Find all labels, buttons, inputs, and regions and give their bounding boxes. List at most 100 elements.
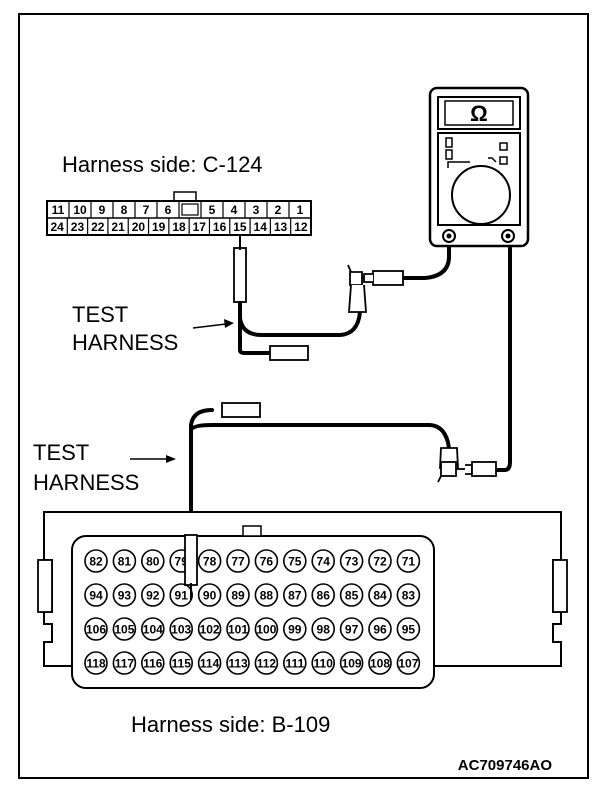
b109-pin [226,617,250,641]
b109-pin-label: 96 [373,623,387,637]
b109-pin [84,549,108,573]
b109-pin-label: 101 [228,623,248,637]
c124-pin-label: 16 [213,220,227,234]
b109-pin-label: 108 [370,657,390,671]
b109-pin-label: 77 [231,555,245,569]
c124-pin-label: 14 [254,220,268,234]
c124-pin-label: 15 [233,220,247,234]
b109-pin-label: 106 [86,623,106,637]
b109-pin-label: 73 [345,555,359,569]
upper-clip-head [349,271,363,286]
c124-pin-label: 13 [274,220,288,234]
lower-test-harness-label-line1: TEST [33,440,89,465]
b109-pin-label: 89 [231,589,245,603]
b109-probe [184,534,198,586]
c124-pin-label: 7 [143,203,150,217]
c124-pin-label: 19 [152,220,166,234]
c124-pin-label: 3 [253,203,260,217]
b109-pin-label: 116 [143,657,163,671]
b109-pin [339,617,364,641]
upper-harness-arrow [192,319,234,329]
meter-scale-mark-left [447,161,470,168]
b109-pin [169,617,193,641]
b109-pin [254,549,279,573]
ohmmeter: Ω [428,86,530,248]
b109-pin-label: 97 [345,623,359,637]
b109-pin-label: 74 [317,555,331,569]
c124-pin-label: 24 [50,220,64,234]
b109-pin-label: 72 [373,555,387,569]
b109-pin-label: 98 [317,623,331,637]
c124-pin-label: 5 [209,203,216,217]
c124-pin-label: 9 [99,203,106,217]
upper-harness-plug [269,345,309,361]
upper-plug-neck [363,273,373,283]
upper-test-harness-label-line2: HARNESS [72,330,178,355]
b109-pin [282,651,307,675]
b109-pin [84,617,108,641]
c124-pin-label: 23 [71,220,85,234]
upper-clip-tip [347,264,352,273]
b109-pin-label: 110 [314,657,334,671]
b109-pin [311,617,336,641]
b109-side-tab-left [37,559,53,613]
b109-pin [141,651,165,675]
b109-pin [226,549,250,573]
meter-indicator-4 [499,156,508,165]
lower-test-harness-label-line2: HARNESS [33,470,139,495]
b109-latch [242,525,262,537]
b109-pin [396,617,421,641]
c124-pin-label: 6 [165,203,172,217]
b109-pin-label: 111 [285,657,304,671]
c124-pin-label: 10 [73,203,87,217]
lower-plug-neck [465,464,473,475]
b109-pin [339,549,364,573]
b109-pin-label: 114 [200,657,220,671]
b109-pin [141,549,165,573]
meter-jack-right-center [505,233,511,239]
figure-code: AC709746AO [458,757,553,774]
b109-pin [368,617,392,641]
c124-pin-label: 4 [231,203,238,217]
upper-clip-assembly [347,264,404,313]
b109-pin [396,583,421,607]
upper-clip-jaw [348,284,367,313]
c124-blank-cavity [181,203,199,216]
b109-pin-label: 90 [203,589,217,603]
c124-latch [173,191,197,202]
b109-pin [368,651,392,675]
b109-pin-label: 115 [172,657,192,671]
b109-pin-label: 91 [175,589,189,603]
b109-pin [112,651,137,675]
ohm-symbol: Ω [470,101,488,126]
b109-pin [84,651,108,675]
meter-indicator-1 [445,137,453,148]
b109-pin-label: 117 [115,657,135,671]
c124-pin-label: 2 [275,203,282,217]
b109-pin [197,651,222,675]
c124-pin-label: 11 [52,203,65,217]
b109-pin-label: 83 [402,589,416,603]
b109-pin-label: 78 [203,555,217,569]
b109-pin [169,583,193,607]
b109-pin-label: 113 [228,657,248,671]
b109-pin [141,583,165,607]
b109-pin-label: 80 [146,555,160,569]
b109-pin [339,583,364,607]
b109-pin-label: 84 [373,589,387,603]
b109-pin [311,583,336,607]
meter-display-window [444,100,514,126]
b109-pin [197,549,222,573]
b109-pin [112,549,137,573]
b109-pin [368,549,392,573]
b109-pin-label: 99 [288,623,302,637]
b109-pin [112,617,137,641]
b109-pin [254,583,279,607]
wire-c124-to-clip-upper [238,298,362,337]
wire-b109-upper-branch [189,408,214,537]
b109-pin [141,617,165,641]
b109-pin [197,617,222,641]
